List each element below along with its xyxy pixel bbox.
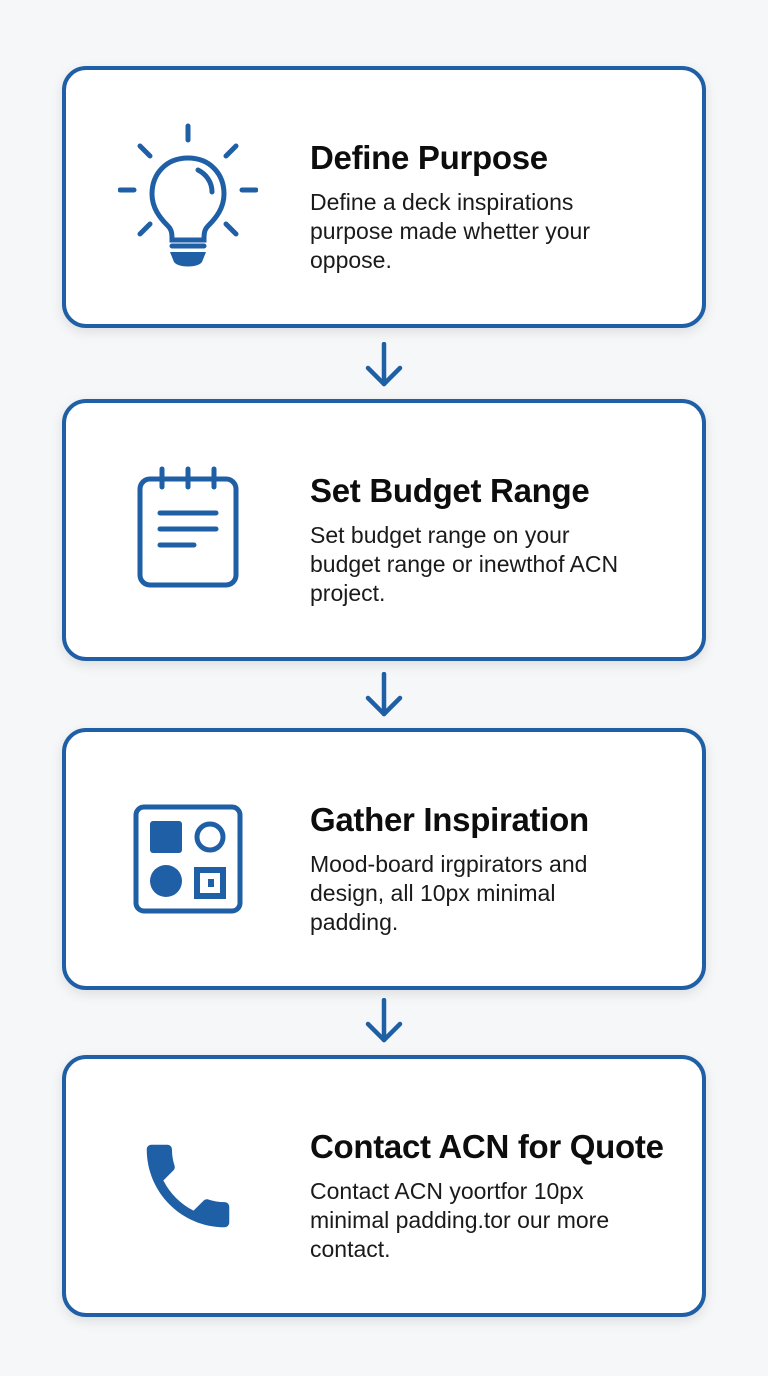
arrow-down-icon [365,672,403,717]
step-title: Set Budget Range [310,472,590,509]
step-title: Define Purpose [310,139,548,176]
step-title: Contact ACN for Quote [310,1128,664,1165]
arrow-down-icon [365,342,403,387]
step-description: Set budget range on your budget range or… [310,522,619,606]
step-description: Contact ACN yoortfor 10px minimal paddin… [310,1178,610,1262]
step-card-set-budget-range: Set Budget Range Set budget range on you… [62,399,706,661]
step-description: Mood-board irgpirators and design, all 1… [310,851,588,935]
moodboard-icon [118,789,258,929]
step-title: Gather Inspiration [310,801,589,838]
step-card-gather-inspiration: Gather Inspiration Mood-board irgpirator… [62,728,706,990]
step-description: Define a deck inspirations purpose made … [310,189,590,273]
step-card-contact-acn: Contact ACN for Quote Contact ACN yoortf… [62,1055,706,1317]
step-card-define-purpose: Define Purpose Define a deck inspiration… [62,66,706,328]
lightbulb-icon [118,123,258,267]
phone-icon [118,1116,258,1256]
notepad-icon [118,460,258,600]
arrow-down-icon [365,998,403,1043]
